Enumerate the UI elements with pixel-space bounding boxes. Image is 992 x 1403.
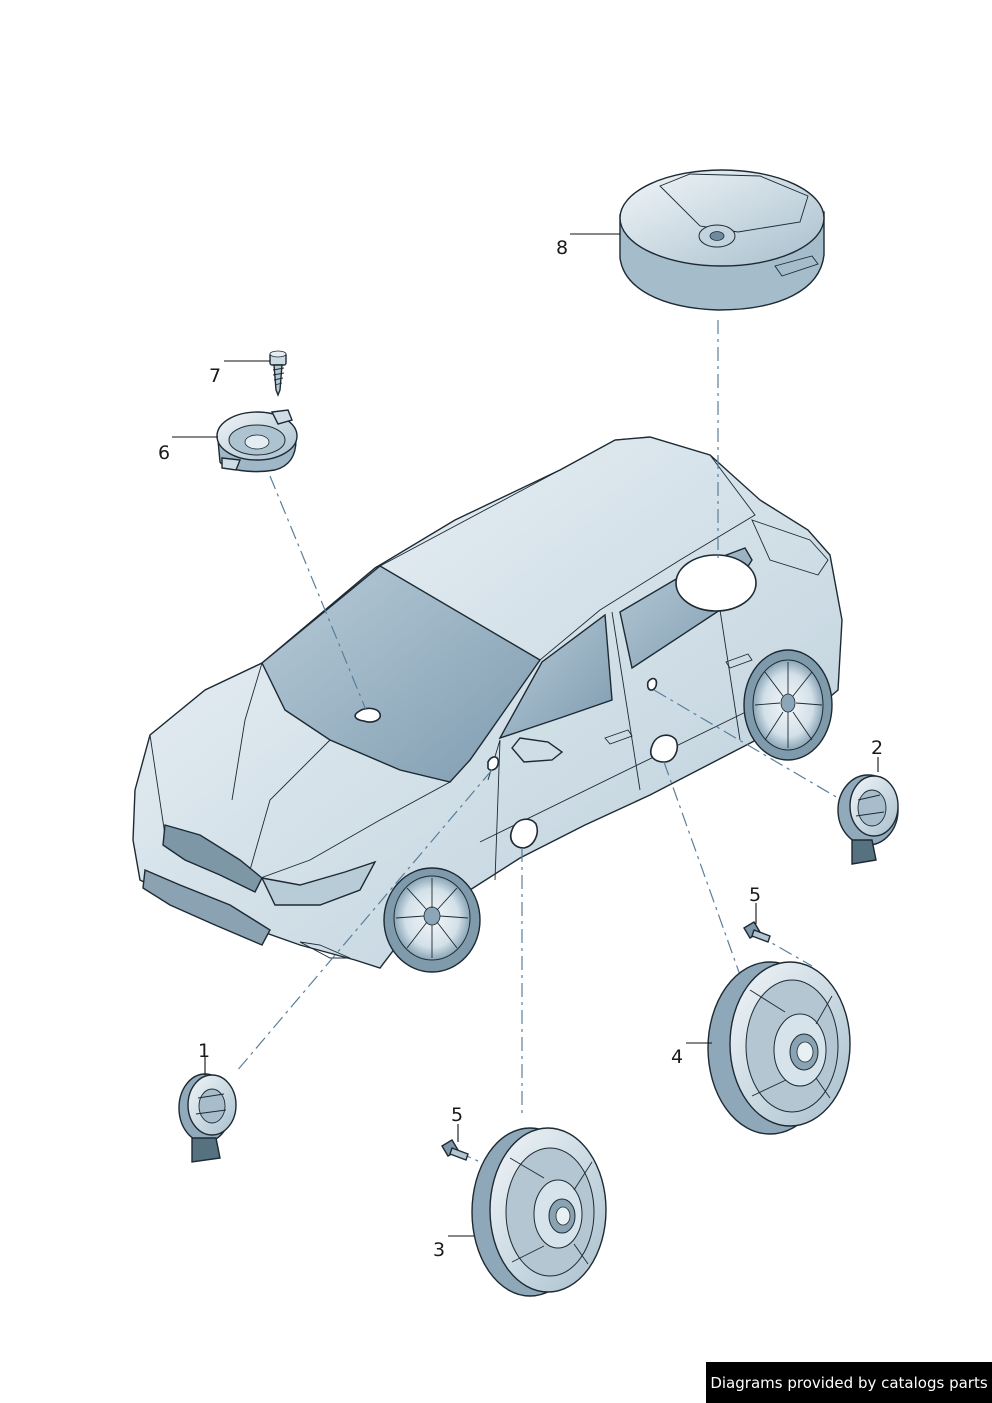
callout-5-lower: 5 [451, 1104, 463, 1126]
side-mirror [511, 737, 564, 763]
credit-text: Diagrams provided by catalogs parts [710, 1373, 988, 1392]
car-body [132, 436, 843, 969]
mounting-holes [354, 554, 757, 849]
lower-grille [142, 868, 271, 946]
credit-banner: Diagrams provided by catalogs parts [706, 1362, 992, 1403]
callout-7: 7 [209, 365, 221, 387]
speaker-3 [471, 1127, 607, 1297]
subwoofer-8 [619, 169, 825, 311]
callout-6: 6 [158, 442, 170, 464]
screw-5-upper [743, 921, 771, 943]
front-grille [162, 824, 263, 893]
screw-7 [269, 350, 287, 397]
callout-8: 8 [556, 237, 568, 259]
rear-wheel [743, 649, 833, 761]
callout-1: 1 [198, 1040, 210, 1062]
headlight [260, 860, 377, 906]
callout-leaders [172, 233, 879, 1237]
front-side-window [498, 613, 613, 740]
callout-2: 2 [871, 737, 883, 759]
callout-4: 4 [671, 1046, 683, 1068]
front-wheel [383, 867, 481, 973]
tweeter-6 [216, 409, 298, 473]
callout-labels: 8 7 6 2 5 4 1 5 3 [158, 237, 883, 1261]
speaker-1 [178, 1073, 237, 1163]
screw-5-lower [441, 1139, 469, 1161]
speaker-2 [837, 774, 899, 865]
callout-5-upper: 5 [749, 884, 761, 906]
callout-3: 3 [433, 1239, 445, 1261]
speaker-4 [707, 961, 851, 1135]
